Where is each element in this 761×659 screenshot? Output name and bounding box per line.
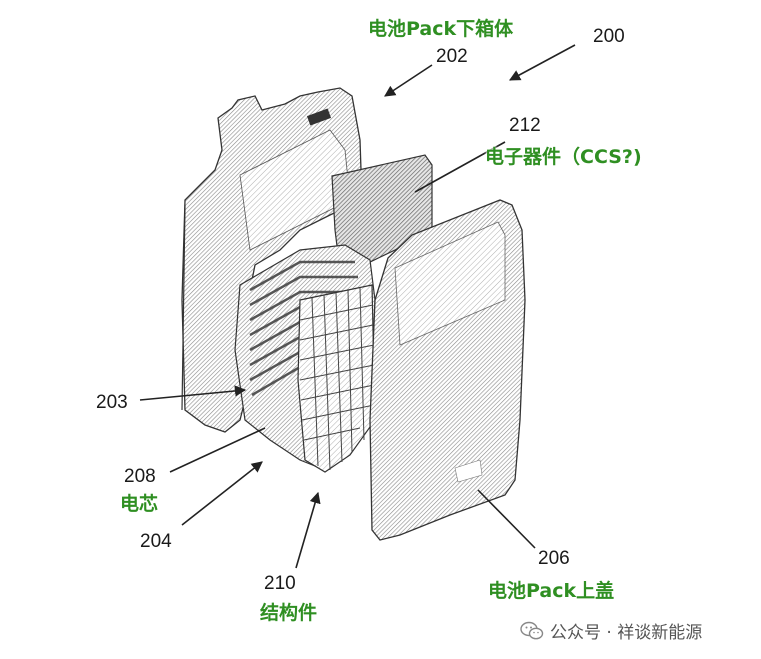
label-cells: 电芯 xyxy=(120,493,159,515)
ref-206: 206 xyxy=(538,548,570,569)
ref-210: 210 xyxy=(264,573,296,594)
ref-208: 208 xyxy=(124,466,156,487)
leader-200 xyxy=(509,44,576,81)
leader-203 xyxy=(139,385,247,401)
watermark: 公众号 · 祥谈新能源 xyxy=(520,618,702,643)
label-upper-cover: 电池Pack上盖 xyxy=(488,580,615,602)
leader-202 xyxy=(384,64,433,97)
leader-204 xyxy=(181,461,263,526)
ref-203: 203 xyxy=(96,392,128,413)
label-electronics: 电子器件（CCS?) xyxy=(485,146,642,168)
upper-cover-206 xyxy=(369,199,526,541)
structural-grid-210 xyxy=(297,284,376,473)
ref-200: 200 xyxy=(593,26,625,47)
label-lower-housing: 电池Pack下箱体 xyxy=(368,18,514,40)
watermark-text: 公众号 · 祥谈新能源 xyxy=(550,623,703,643)
lower-housing-202 xyxy=(181,87,363,433)
ref-204: 204 xyxy=(140,531,172,552)
leader-212 xyxy=(414,141,506,193)
leader-206 xyxy=(477,489,536,549)
label-structural-part: 结构件 xyxy=(260,602,318,624)
leader-210 xyxy=(295,491,321,569)
ref-202: 202 xyxy=(436,46,468,67)
wechat-icon xyxy=(520,621,544,639)
leader-208 xyxy=(169,427,266,473)
leader-lines xyxy=(139,44,576,569)
ref-212: 212 xyxy=(509,115,541,136)
